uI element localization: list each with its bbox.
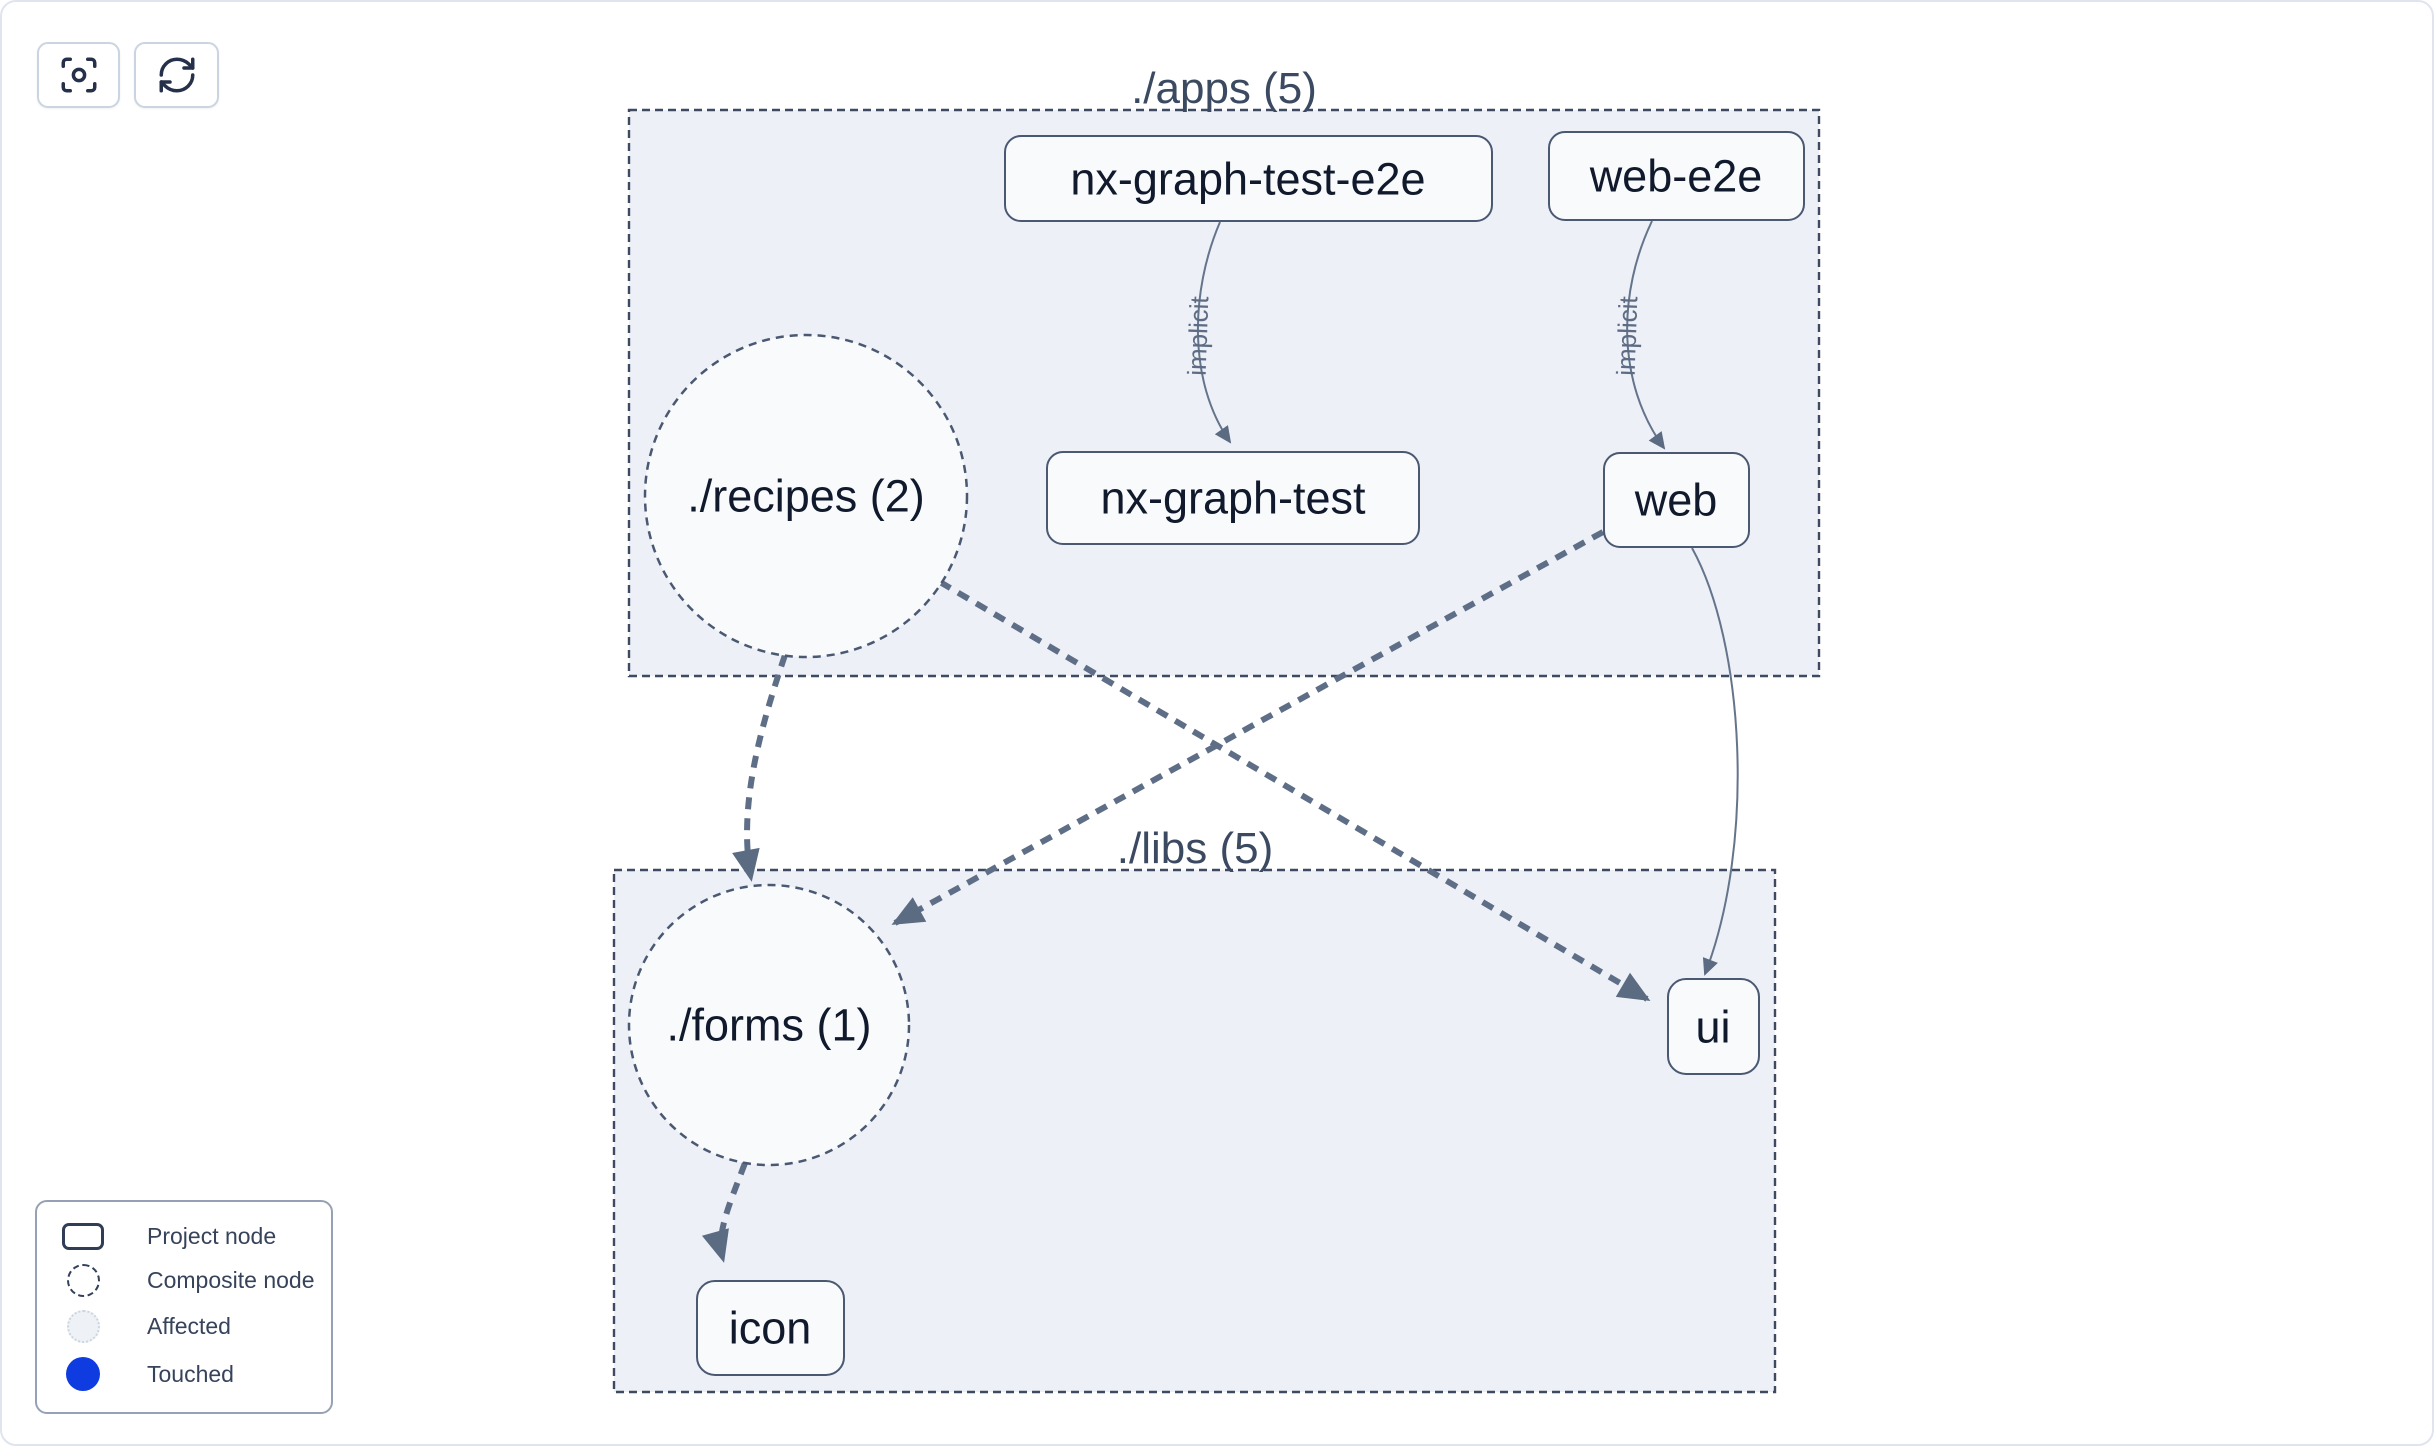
node-label: web-e2e bbox=[1589, 151, 1763, 202]
node-label: web bbox=[1634, 475, 1718, 526]
composite-node-recipes[interactable]: ./recipes (2) bbox=[643, 333, 969, 659]
touched-swatch bbox=[66, 1357, 100, 1392]
refresh-icon bbox=[156, 54, 198, 96]
edge-web-e2e-to-web[interactable] bbox=[1626, 220, 1666, 450]
legend-label: Project node bbox=[147, 1222, 277, 1249]
edge-recipes-to-ui[interactable] bbox=[938, 579, 1651, 1002]
legend-item-project-node: Project node bbox=[47, 1222, 321, 1250]
legend-item-touched: Touched bbox=[47, 1357, 321, 1392]
edge-web-to-forms[interactable] bbox=[891, 529, 1605, 926]
composite-circle[interactable] bbox=[643, 333, 969, 659]
composite-node-swatch bbox=[66, 1263, 100, 1297]
composite-node-forms[interactable]: ./forms (1) bbox=[627, 883, 911, 1167]
node-label: icon bbox=[729, 1303, 812, 1354]
composite-node-label: ./forms (1) bbox=[666, 1000, 871, 1051]
refresh-button[interactable] bbox=[134, 42, 219, 108]
project-node-icon[interactable]: icon bbox=[696, 1280, 845, 1376]
project-node-nx-graph-test[interactable]: nx-graph-test bbox=[1046, 451, 1420, 545]
edge-label-implicit: implicit bbox=[1611, 295, 1644, 376]
composite-circle[interactable] bbox=[627, 883, 911, 1167]
legend: Project node Composite node Affected Tou… bbox=[35, 1200, 333, 1414]
legend-label: Affected bbox=[147, 1313, 231, 1340]
edge-web-to-ui[interactable] bbox=[1691, 547, 1739, 976]
project-node-web-e2e[interactable]: web-e2e bbox=[1548, 131, 1805, 221]
group-apps-title: ./apps (5) bbox=[1131, 64, 1317, 113]
node-box[interactable] bbox=[1667, 978, 1760, 1075]
node-box[interactable] bbox=[1548, 131, 1805, 221]
legend-label: Composite node bbox=[147, 1266, 315, 1293]
focus-button[interactable] bbox=[37, 42, 120, 108]
legend-label: Touched bbox=[147, 1360, 234, 1387]
composite-node-label: ./recipes (2) bbox=[687, 471, 925, 522]
legend-item-affected: Affected bbox=[47, 1310, 321, 1344]
edge-forms-to-icon[interactable] bbox=[701, 1161, 748, 1263]
node-label: nx-graph-test bbox=[1100, 473, 1366, 524]
node-box[interactable] bbox=[1004, 135, 1493, 222]
project-node-nx-graph-test-e2e[interactable]: nx-graph-test-e2e bbox=[1004, 135, 1493, 222]
legend-item-composite-node: Composite node bbox=[47, 1263, 321, 1297]
node-label: ui bbox=[1695, 1002, 1730, 1053]
node-box[interactable] bbox=[696, 1280, 845, 1376]
edge-nx-graph-test-e2e-to-nx-graph-test[interactable] bbox=[1197, 221, 1232, 444]
project-node-swatch bbox=[62, 1222, 104, 1250]
node-box[interactable] bbox=[1046, 451, 1420, 545]
group-libs-title: ./libs (5) bbox=[1117, 824, 1273, 873]
affected-swatch bbox=[66, 1310, 100, 1344]
edge-label-implicit: implicit bbox=[1182, 295, 1215, 376]
edge-recipes-to-forms[interactable] bbox=[732, 654, 788, 882]
toolbar bbox=[37, 42, 219, 108]
node-label: nx-graph-test-e2e bbox=[1070, 154, 1425, 205]
node-box[interactable] bbox=[1603, 452, 1750, 548]
project-node-web[interactable]: web bbox=[1603, 452, 1750, 548]
focus-icon bbox=[58, 54, 100, 96]
project-node-ui[interactable]: ui bbox=[1667, 978, 1760, 1075]
